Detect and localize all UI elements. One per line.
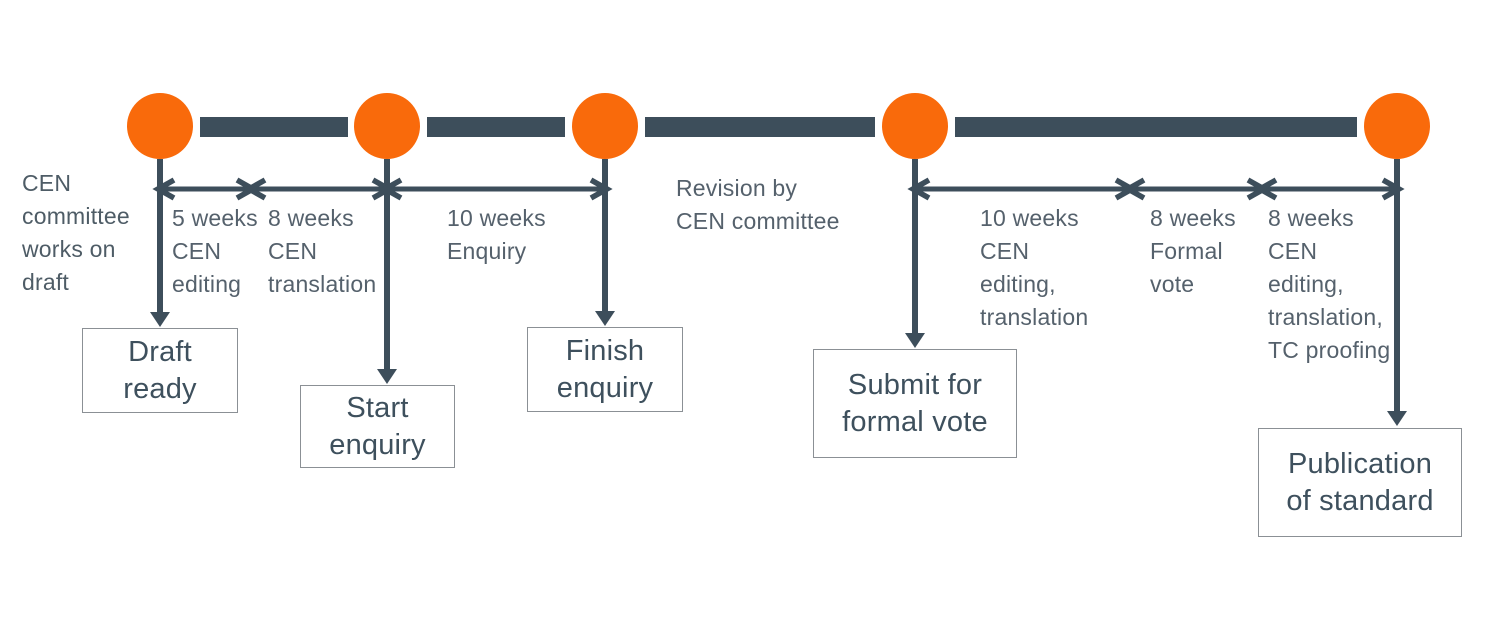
interval-arrowheads <box>152 177 1405 201</box>
interval-label-cen-editing: 5 weeks CEN editing <box>172 205 258 297</box>
milestone-arrow-line <box>602 159 608 311</box>
milestone-dots <box>127 93 1430 159</box>
interval-label-revision: Revision by CEN committee <box>676 175 840 234</box>
milestone-arrow-line <box>912 159 918 333</box>
arrowhead-left <box>1254 177 1278 201</box>
interval-label-editing-translation: 10 weeks CEN editing, translation <box>980 205 1089 330</box>
milestone-box-draft-ready: Draft ready <box>82 328 238 413</box>
milestone-box-finish-enquiry: Finish enquiry <box>527 327 683 412</box>
arrowhead-left <box>243 177 267 201</box>
milestone-arrow-line <box>384 159 390 369</box>
start-note: CEN committee works on draft <box>22 170 130 295</box>
milestone-arrowhead <box>377 369 397 384</box>
timeline-bar <box>427 117 565 137</box>
milestone-dot <box>354 93 420 159</box>
arrowhead-left <box>1122 177 1146 201</box>
arrowhead-left <box>152 177 176 201</box>
timeline-bars <box>200 117 1357 137</box>
interval-label-enquiry: 10 weeks Enquiry <box>447 205 546 264</box>
interval-label-tc-proofing: 8 weeks CEN editing, translation, TC pro… <box>1268 205 1391 363</box>
arrowhead-left <box>379 177 403 201</box>
milestone-arrowhead <box>905 333 925 348</box>
milestone-dot <box>572 93 638 159</box>
milestone-arrow-line <box>1394 159 1400 411</box>
milestone-arrowhead <box>595 311 615 326</box>
milestone-dot <box>882 93 948 159</box>
milestone-box-publication: Publication of standard <box>1258 428 1462 537</box>
arrowhead-right <box>1381 177 1405 201</box>
milestone-arrowhead <box>1387 411 1407 426</box>
milestone-drop-arrows <box>150 159 1407 426</box>
milestone-box-submit-formal-vote: Submit for formal vote <box>813 349 1017 458</box>
milestone-arrowhead <box>150 312 170 327</box>
interval-label-cen-translation: 8 weeks CEN translation <box>268 205 377 297</box>
timeline-bar <box>955 117 1357 137</box>
milestone-box-start-enquiry: Start enquiry <box>300 385 455 468</box>
milestone-dot <box>1364 93 1430 159</box>
milestone-arrow-line <box>157 159 163 312</box>
timeline-bar <box>200 117 348 137</box>
arrowhead-right <box>589 177 613 201</box>
interval-label-formal-vote: 8 weeks Formal vote <box>1150 205 1236 297</box>
arrowhead-left <box>907 177 931 201</box>
milestone-dot <box>127 93 193 159</box>
timeline-bar <box>645 117 875 137</box>
